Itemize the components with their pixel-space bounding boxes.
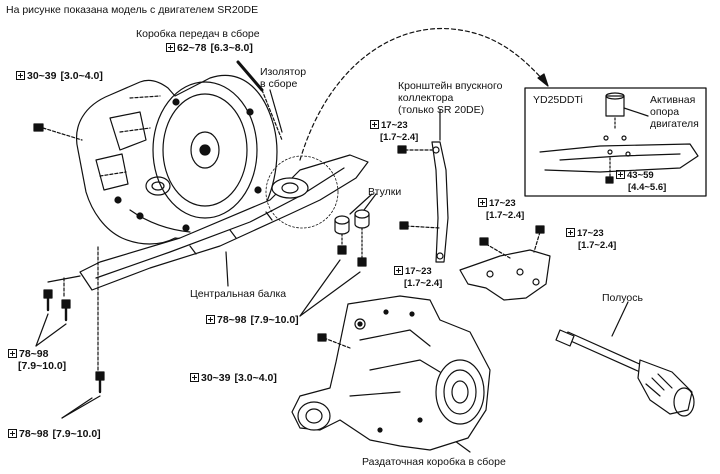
torque-spec: [3.0~4.0] (60, 70, 103, 82)
bolt-top-left (33, 123, 83, 141)
torque-bracket-low: 17~23 (394, 266, 432, 278)
torque-left-a-spec: [7.9~10.0] (18, 360, 67, 372)
torque-center-beam-bolt: 78~98[7.9~10.0] (206, 314, 299, 326)
torque-value: 30~39 (27, 70, 57, 82)
torque-spec: [6.3~8.0] (210, 42, 253, 54)
torque-value: 17~23 (405, 266, 432, 277)
torque-value: 17~23 (577, 228, 604, 239)
torque-left-b: 78~98[7.9~10.0] (8, 428, 101, 440)
torque-value: 43~59 (627, 170, 654, 181)
gearbox-label: Коробка передач в сборе (136, 28, 260, 40)
left-bolts-illustration (35, 245, 105, 419)
intake-bracket-illustration (397, 141, 449, 263)
torque-value: 78~98 (19, 428, 49, 440)
torque-value: 62~78 (177, 42, 207, 54)
gearbox-illustration (76, 74, 278, 245)
torque-spec: [7.9~10.0] (52, 428, 101, 440)
bushings-illustration (334, 193, 377, 267)
torque-spec: [7.9~10.0] (250, 314, 299, 326)
torque-value: 17~23 (381, 120, 408, 131)
torque-value: 17~23 (489, 198, 516, 209)
torque-value: 78~98 (19, 348, 49, 360)
isolator-label-line2: в сборе (260, 78, 298, 90)
center-beam-illustration (47, 154, 369, 291)
torque-value: 78~98 (217, 314, 247, 326)
axle-shaft-label: Полуось (602, 292, 643, 304)
torque-wrench-icon (8, 429, 17, 438)
transfer-case-illustration (291, 295, 491, 451)
header-note: На рисунке показана модель с двигателем … (6, 4, 259, 16)
torque-bracket-mid: 17~23 (478, 198, 516, 210)
inset-engine-label: YD25DDTi (533, 94, 583, 106)
bolt-gearbox-mount (236, 60, 283, 141)
torque-transfer-bolt: 30~39[3.0~4.0] (190, 372, 277, 384)
bracket-label-line2: коллектора (398, 92, 454, 104)
active-mount-label-line3: двигателя (650, 118, 699, 130)
axle-shaft-illustration (555, 329, 695, 417)
center-beam-label: Центральная балка (190, 288, 287, 300)
bracket-label-line3: (только SR 20DE) (398, 104, 485, 116)
isolator-label-line1: Изолятор (260, 66, 307, 78)
inset-torque: 43~59 (616, 170, 654, 182)
torque-wrench-icon (616, 170, 625, 179)
torque-bracket-right-spec: [1.7~2.4] (578, 240, 617, 251)
inset-torque-spec: [4.4~5.6] (628, 182, 667, 193)
torque-bracket-top-spec: [1.7~2.4] (380, 132, 419, 143)
torque-wrench-icon (370, 120, 379, 129)
torque-spec: [3.0~4.0] (234, 372, 277, 384)
torque-wrench-icon (206, 315, 215, 324)
torque-wrench-icon (190, 373, 199, 382)
torque-left-a: 78~98 (8, 348, 49, 360)
torque-wrench-icon (394, 266, 403, 275)
inset-box (524, 87, 707, 197)
torque-gearbox-mount: 62~78[6.3~8.0] (166, 42, 253, 54)
callout-arrow (299, 28, 549, 161)
transfer-case-label: Раздаточная коробка в сборе (362, 456, 506, 468)
active-mount-label-line2: опора (650, 106, 680, 118)
bushings-label: Втулки (368, 186, 402, 198)
torque-wrench-icon (16, 71, 25, 80)
torque-wrench-icon (166, 43, 175, 52)
active-mount-label-line1: Активная (650, 94, 696, 106)
bracket-label-line1: Кронштейн впускного (398, 80, 503, 92)
torque-value: 30~39 (201, 372, 231, 384)
torque-bracket-mid-spec: [1.7~2.4] (486, 210, 525, 221)
torque-bracket-low-spec: [1.7~2.4] (404, 278, 443, 289)
torque-wrench-icon (8, 349, 17, 358)
torque-top-left: 30~39[3.0~4.0] (16, 70, 103, 82)
torque-wrench-icon (566, 228, 575, 237)
mount-bracket-illustration (459, 225, 551, 301)
torque-bracket-top: 17~23 (370, 120, 408, 132)
torque-bracket-right: 17~23 (566, 228, 604, 240)
torque-wrench-icon (478, 198, 487, 207)
